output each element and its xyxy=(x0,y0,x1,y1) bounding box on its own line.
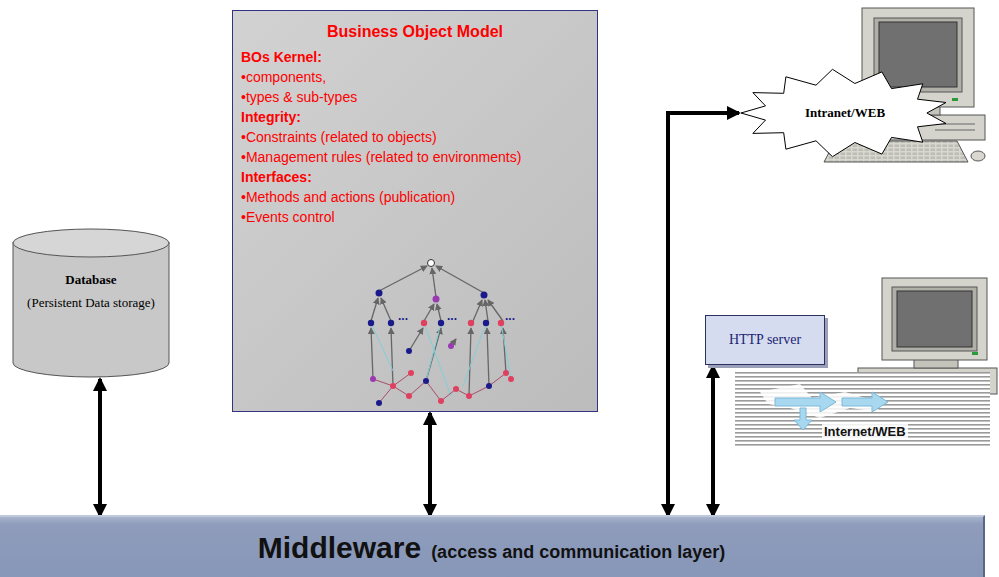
ellipsis-mark: ... xyxy=(505,309,515,323)
bullet-item: •Events control xyxy=(241,207,589,227)
node-title: Database xyxy=(22,272,160,288)
network-label: Internet/WEB xyxy=(822,424,908,439)
world-map xyxy=(735,372,990,446)
intranet-cloud: Intranet/WEB xyxy=(740,68,950,158)
connector-arrow xyxy=(98,379,102,516)
bar-subtitle: (access and communication layer) xyxy=(431,542,725,563)
bullet-item: •Methods and actions (publication) xyxy=(241,187,589,207)
bullet-item: •Constraints (related to objects) xyxy=(241,127,589,147)
business-object-model-panel: Business Object ModelBOs Kernel:•compone… xyxy=(232,10,598,412)
node-label: HTTP server xyxy=(728,331,802,349)
node-subtitle: (Persistent Data storage) xyxy=(22,294,160,313)
node-label: Intranet/WEB xyxy=(805,105,885,121)
section-heading: Integrity: xyxy=(241,107,589,127)
bullet-item: •components, xyxy=(241,67,589,87)
database-cylinder: Database (Persistent Data storage) xyxy=(12,228,170,378)
connector-arrow xyxy=(711,366,715,516)
http-server-box: HTTP server xyxy=(705,315,825,365)
ellipsis-mark: ... xyxy=(447,309,457,323)
bar-title: Middleware xyxy=(258,531,421,565)
bullet-item: •Management rules (related to environmen… xyxy=(241,147,589,167)
panel-title: Business Object Model xyxy=(241,23,589,41)
connector-arrow xyxy=(428,413,432,516)
section-heading: BOs Kernel: xyxy=(241,47,589,67)
middleware-bar: Middleware (access and communication laye… xyxy=(0,515,985,577)
section-heading: Interfaces: xyxy=(241,167,589,187)
ellipsis-mark: ... xyxy=(398,309,408,323)
bullet-item: •types & sub-types xyxy=(241,87,589,107)
